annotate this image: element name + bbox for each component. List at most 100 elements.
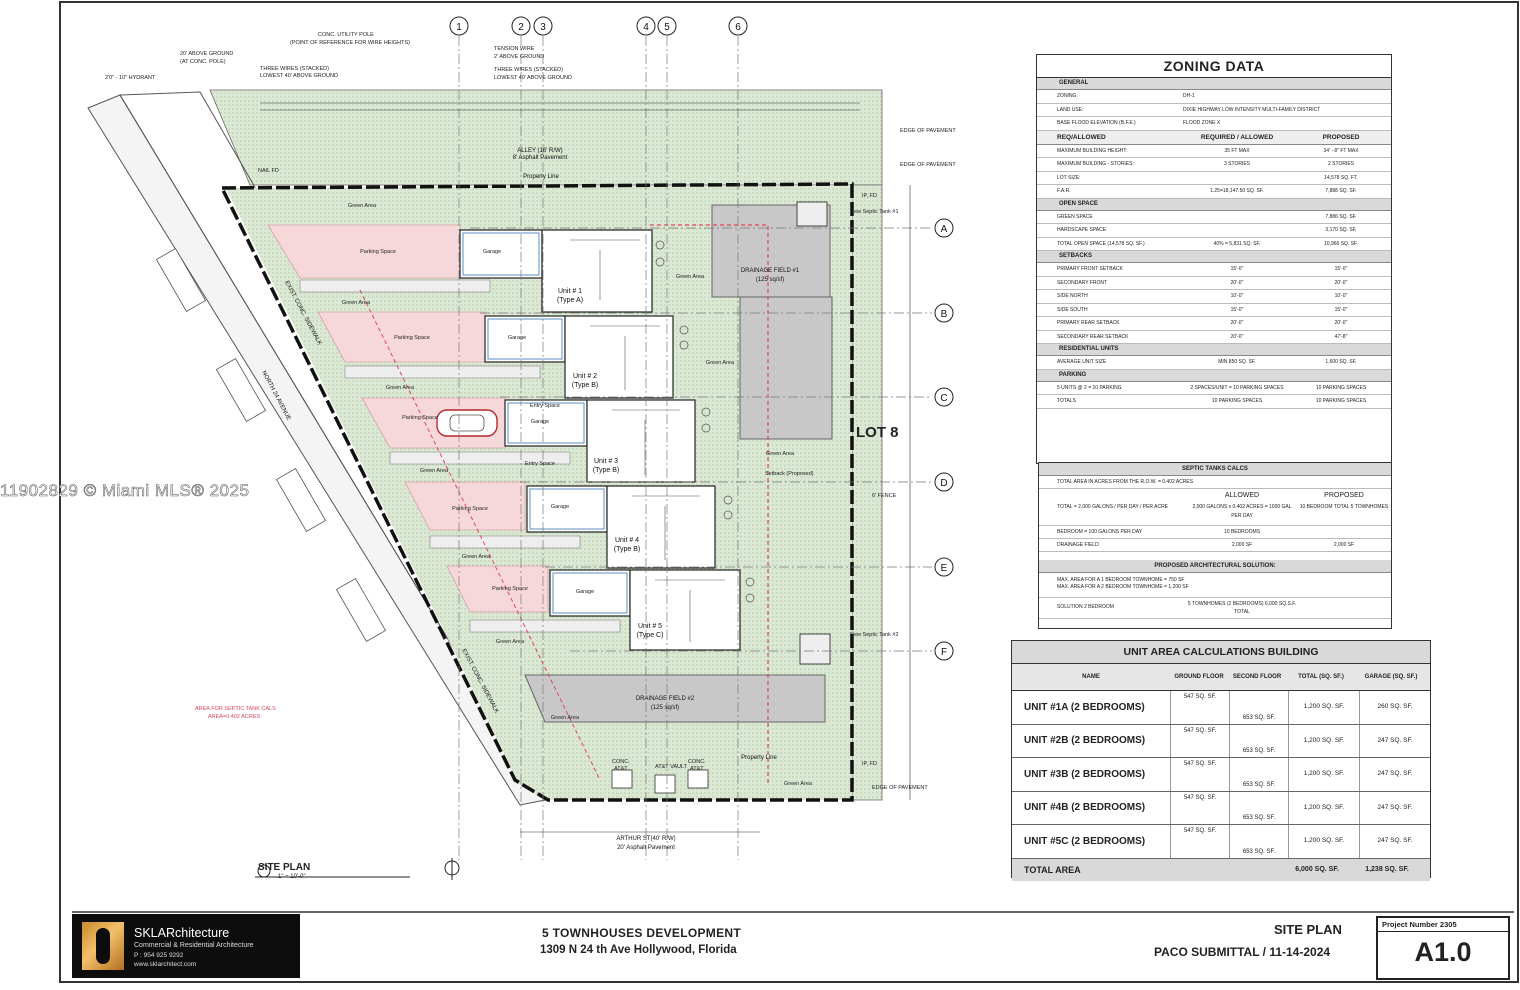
- setback-cell: 15'-0": [1334, 306, 1348, 313]
- ground-floor-value: 547 SQ. SF.: [1183, 761, 1217, 767]
- unit-name: UNIT #5C (2 BEDROOMS): [1024, 835, 1146, 847]
- garage-label-2: Garage: [508, 335, 526, 341]
- unit-area-row: UNIT #2B (2 BEDROOMS)547 SQ. SF.653 SQ. …: [1012, 724, 1430, 758]
- open-space-cell: 7,886 SQ. SF.: [1325, 213, 1357, 220]
- arthur-label: ARTHUR ST(40' R/W): [616, 836, 675, 842]
- project-address: 1309 N 24 th Ave Hollywood, Florida: [540, 944, 737, 956]
- tension-wire-2: 2' ABOVE GROUND: [494, 54, 544, 60]
- ua-total-value: 6,000 SQ. SF.: [1295, 866, 1339, 873]
- sheet-number: A1.0: [1414, 937, 1472, 967]
- requirement-cell: 34' - 8" FT MAX: [1323, 147, 1359, 154]
- septic-row2-a: BEDROOM = 100 GALONS PER DAY: [1057, 529, 1143, 535]
- ip-fd-2: IP, FD: [862, 761, 877, 767]
- twenty-above: 20' ABOVE GROUND: [180, 51, 233, 57]
- grid-row-bubbles: [934, 218, 954, 661]
- grid-label-c: C: [940, 393, 947, 404]
- second-floor-value: 653 SQ. SF.: [1242, 714, 1276, 721]
- requirement-cell: 14,578 SQ. FT.: [1324, 174, 1358, 181]
- entry-label-2: Entry Space: [525, 461, 555, 467]
- open-space-row: TOTAL OPEN SPACE (14,578 SQ. SF.)40% = 5…: [1037, 238, 1391, 251]
- setback-cell: PRIMARY REAR SETBACK: [1057, 320, 1120, 326]
- second-floor: 653 SQ. SF.: [1229, 758, 1288, 791]
- drainage-field-2: [524, 674, 826, 723]
- alley-label: ALLEY (16' R/W): [517, 148, 562, 154]
- ground-floor-value: 547 SQ. SF.: [1183, 694, 1217, 700]
- open-space-cell: HARDSCAPE SPACE: [1057, 227, 1107, 233]
- grid-bubble-2: [511, 16, 531, 36]
- unit-name: UNIT #2B (2 BEDROOMS): [1024, 735, 1146, 747]
- project-number-box: Project Number 2305 A1.0: [1376, 916, 1510, 980]
- grid-bubble-6: [728, 16, 748, 36]
- green-label-1: Green Area: [348, 203, 377, 209]
- unit-5-type: (Type C): [637, 632, 664, 639]
- septic-row3-c: 2,000 SF: [1333, 542, 1355, 548]
- grid-label-5: 5: [664, 22, 670, 33]
- garage-label-3: Garage: [531, 419, 549, 425]
- alley-sub: 8' Asphalt Pavement: [513, 155, 568, 161]
- parking-cell: 10 PARKING SPACES: [1211, 398, 1263, 404]
- setback-cell: 10'-0": [1334, 293, 1348, 299]
- unit-name: UNIT #4B (2 BEDROOMS): [1024, 802, 1146, 814]
- firm-sub: Commercial & Residential Architecture: [134, 942, 254, 949]
- grid-label-b: B: [941, 309, 948, 320]
- septic-row2-c: [1297, 526, 1391, 538]
- septic-total-area: TOTAL AREA IN ACRES FROM THE R.O.W. = 0.…: [1057, 479, 1194, 485]
- unit-area-row: UNIT #3B (2 BEDROOMS) 547 SQ. SF. 653 SQ. …: [1012, 758, 1430, 792]
- unit-garage: 260 SQ. SF.: [1359, 691, 1430, 724]
- open-space-cell: 3,170 SQ. SF.: [1325, 227, 1357, 233]
- unit-total: 1,200 SQ. SF.: [1288, 691, 1359, 724]
- conc-label-1: CONC.: [612, 759, 630, 765]
- edge-pavement-2: EDGE OF PAVEMENT: [900, 162, 956, 168]
- green-label-3: Green Area: [386, 385, 415, 391]
- green-label-7: Green Area: [551, 715, 580, 721]
- requirement-cell: 7,888 SQ. SF.: [1325, 188, 1357, 194]
- land-use-label: LAND USE:: [1057, 106, 1084, 113]
- unit-total: 1,200 SQ. SF.: [1288, 825, 1359, 858]
- grid-label-f: F: [941, 647, 947, 658]
- septic-allowed: ALLOWED: [1224, 492, 1260, 499]
- solution-value: 5 TOWNHOMES (2 BEDROOMS) 6,000 SQ.S.F. T…: [1187, 601, 1297, 615]
- septic-area-line: [650, 224, 769, 785]
- grid-label-6: 6: [735, 22, 741, 33]
- grid-bubble-4: [636, 16, 656, 36]
- three-wires-right-2: LOWEST 40' ABOVE GROUND: [494, 75, 572, 81]
- septic-calcs-table: SEPTIC TANKS CALCS TOTAL AREA IN ACRES F…: [1038, 462, 1392, 629]
- arthur-sub: 20' Asphalt Pavement: [617, 845, 675, 851]
- tension-wire: TENSION WIRE: [494, 46, 535, 52]
- drainage2-label: DRAINAGE FIELD #2: [636, 696, 695, 702]
- atat-label-2: AT&T: [690, 766, 704, 772]
- green-label-10: Green Area: [766, 451, 795, 457]
- parking-cell: 10 PARKING SPACES: [1315, 384, 1367, 391]
- second-floor-value: 653 SQ. SF.: [1242, 781, 1276, 788]
- hydrant-label: 2'0" - 10" HYDRANT: [105, 75, 156, 81]
- parking-cell: TOTALS: [1057, 398, 1076, 404]
- firm-web: www.sklarchitect.com: [134, 961, 197, 968]
- green-label-9: Green Area: [706, 360, 735, 366]
- residential-cell: AVERAGE UNIT SIZE: [1057, 359, 1107, 365]
- parking-cell: 2 SPACES/UNIT = 10 PARKING SPACES: [1190, 384, 1284, 391]
- ground-floor: 547 SQ. SF.: [1170, 758, 1229, 791]
- setback-cell: 20'-0": [1230, 333, 1244, 340]
- utility-pole-2: (POINT OF REFERENCE FOR WIRE HEIGHTS): [290, 40, 410, 46]
- setback-cell: SIDE SOUTH: [1057, 306, 1088, 313]
- lot-label: LOT 8: [856, 424, 899, 441]
- unit-name: UNIT #3B (2 BEDROOMS): [1024, 768, 1146, 780]
- twenty-above-2: (AT CONC. POLE): [180, 59, 226, 65]
- requirement-cell: MAXIMUM BUILDING - STORIES:: [1057, 161, 1134, 167]
- green-label-4: Green Area: [420, 468, 449, 474]
- drainage1-label: DRAINAGE FIELD #1: [741, 268, 800, 274]
- zoning-value: DH-1: [1183, 93, 1195, 99]
- unit-3-name: Unit # 3: [594, 458, 618, 465]
- alley-green-strip: [209, 89, 883, 186]
- open-space-cell: [1183, 224, 1291, 237]
- ground-floor-value: 547 SQ. SF.: [1183, 794, 1217, 801]
- unit-garage: 247 SQ. SF.: [1359, 758, 1430, 791]
- septic-row1-a: TOTAL = 2,000 GALONS / PER DAY / PER ACR…: [1057, 504, 1169, 510]
- unit-total: 1,200 SQ. SF.: [1288, 791, 1359, 824]
- car-icon: [436, 409, 498, 437]
- grid-label-2: 2: [518, 22, 524, 33]
- second-floor: 653 SQ. SF.: [1229, 724, 1288, 757]
